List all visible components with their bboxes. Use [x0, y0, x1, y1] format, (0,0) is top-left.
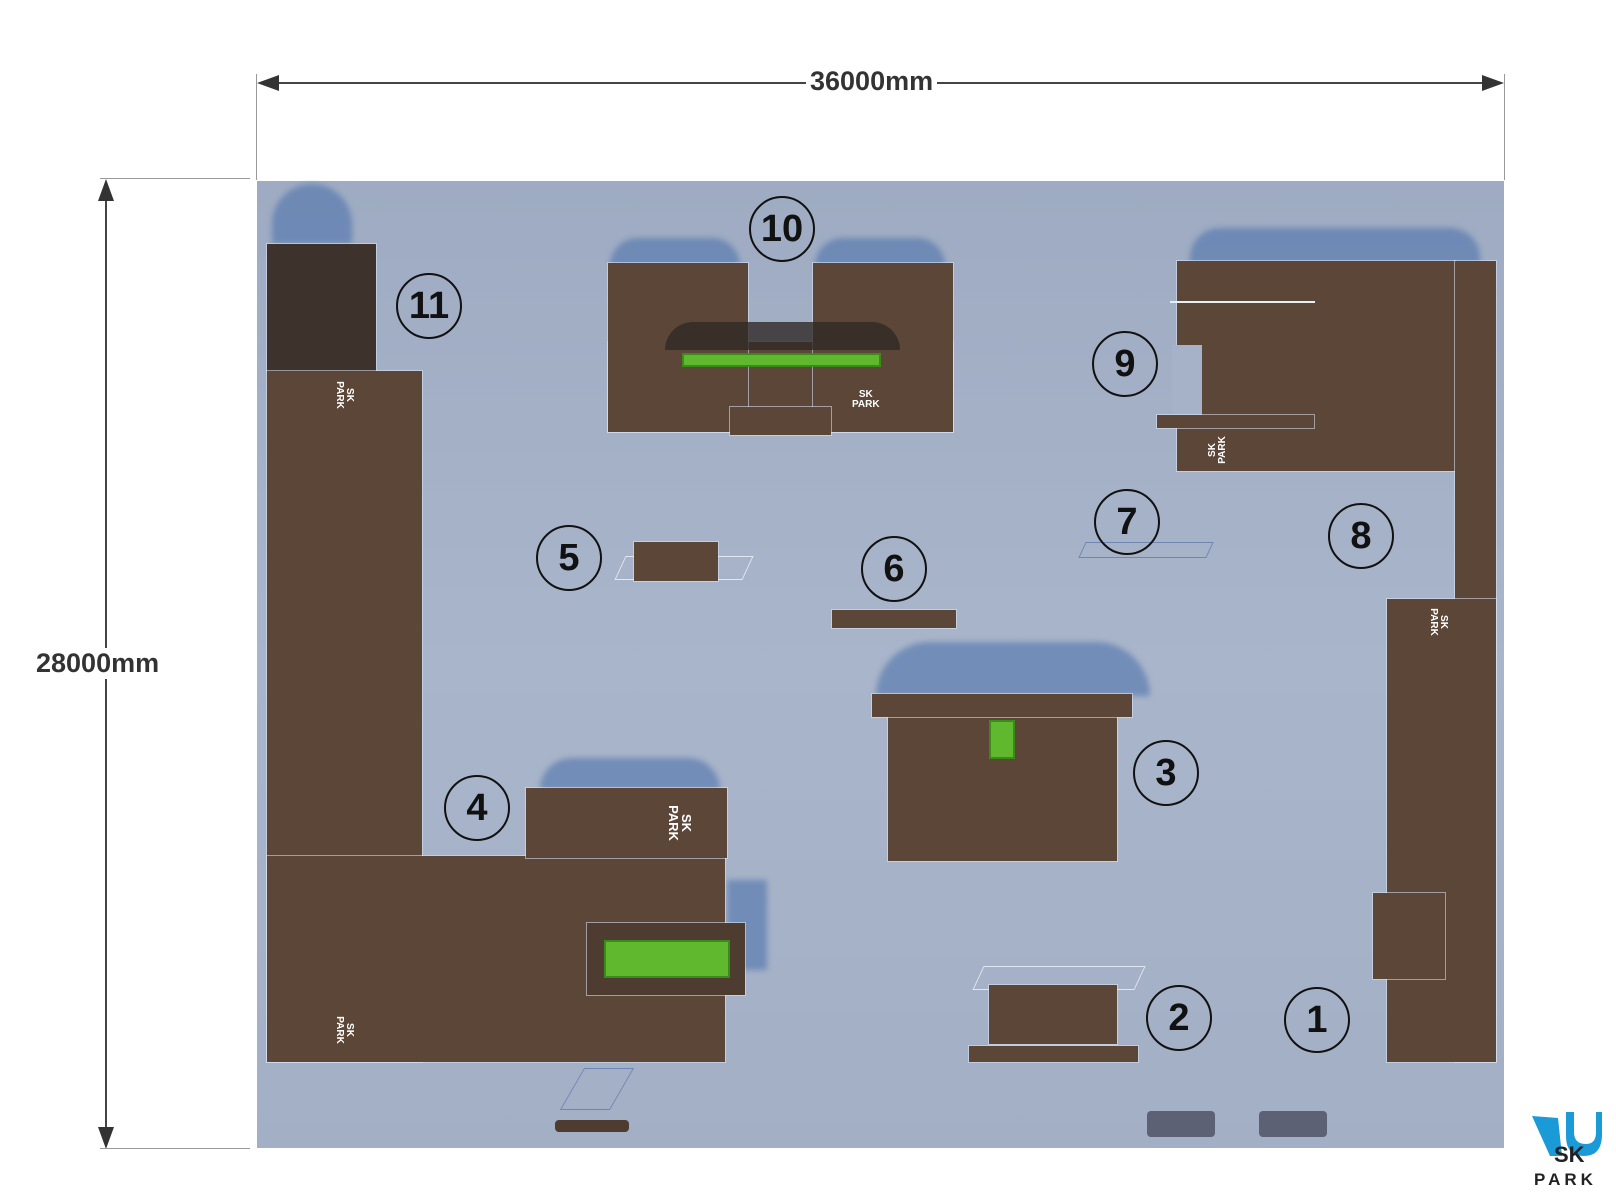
ramp-10-rail — [684, 355, 879, 365]
shadow — [272, 184, 352, 244]
sk-park-logo: SK PARK — [1528, 1110, 1604, 1194]
marker-3: 3 — [1133, 740, 1199, 806]
bench — [555, 1120, 629, 1132]
marker-4: 4 — [444, 775, 510, 841]
bench — [1147, 1111, 1215, 1137]
ramp-11-top — [267, 244, 376, 371]
bench — [1259, 1111, 1327, 1137]
ramp-4-grind-box — [606, 942, 728, 976]
marker-10: 10 — [749, 196, 815, 262]
shadow — [876, 642, 1150, 696]
arrow-up-icon — [98, 179, 114, 201]
height-extension-bottom — [100, 1148, 250, 1149]
marker-1: 1 — [1284, 987, 1350, 1053]
logo-sk: SK — [1554, 1142, 1585, 1167]
marker-8: 8 — [1328, 503, 1394, 569]
marker-5: 5 — [536, 525, 602, 591]
logo-text: PARK — [333, 381, 345, 409]
ramp-10-step — [730, 407, 831, 435]
arrow-down-icon — [98, 1127, 114, 1149]
arrow-left-icon — [257, 75, 279, 91]
ramp-1-box — [1373, 893, 1445, 979]
logo-text: SK — [343, 1023, 355, 1037]
ramp-9-ledge — [1157, 415, 1314, 428]
ramp-9-notch — [1172, 345, 1202, 415]
sk-park-logo-icon — [1532, 1112, 1602, 1156]
width-extension-right — [1504, 74, 1505, 180]
marker-11: 11 — [396, 273, 462, 339]
height-extension-top — [100, 178, 250, 179]
marker-2: 2 — [1146, 985, 1212, 1051]
logo-park: PARK — [1534, 1170, 1597, 1189]
box-5 — [634, 542, 718, 581]
logo-text: PARK — [1427, 608, 1439, 636]
ramp-9-line — [1170, 301, 1315, 303]
ledge-2 — [969, 1046, 1138, 1062]
width-label: 36000mm — [806, 66, 938, 97]
ramp-9-block — [1177, 261, 1455, 471]
logo-text: SK — [678, 813, 694, 833]
logo-text: PARK — [665, 805, 681, 841]
ledge-6 — [832, 610, 956, 628]
logo-text: PARK — [333, 1016, 345, 1044]
shadow — [815, 238, 945, 266]
ramp-10-shade — [665, 322, 900, 350]
logo-text: SK — [858, 389, 873, 400]
ramp-3-deck — [872, 694, 1132, 717]
shadow — [1190, 228, 1480, 264]
shadow — [540, 758, 720, 790]
logo-text: PARK — [1216, 436, 1228, 464]
marker-6: 6 — [861, 536, 927, 602]
ramp-8-lower — [1387, 599, 1496, 1062]
arrow-right-icon — [1482, 75, 1504, 91]
logo-text: SK — [343, 388, 355, 402]
height-label: 28000mm — [32, 648, 164, 679]
logo-text: PARK — [852, 399, 880, 410]
logo-text: SK — [1437, 615, 1449, 629]
ramp-3-box — [991, 722, 1013, 757]
box-2 — [989, 985, 1117, 1044]
marker-9: 9 — [1092, 331, 1158, 397]
width-extension-left — [256, 74, 257, 180]
shadow — [610, 238, 740, 266]
marker-7: 7 — [1094, 489, 1160, 555]
ramp-4-box — [526, 788, 727, 858]
